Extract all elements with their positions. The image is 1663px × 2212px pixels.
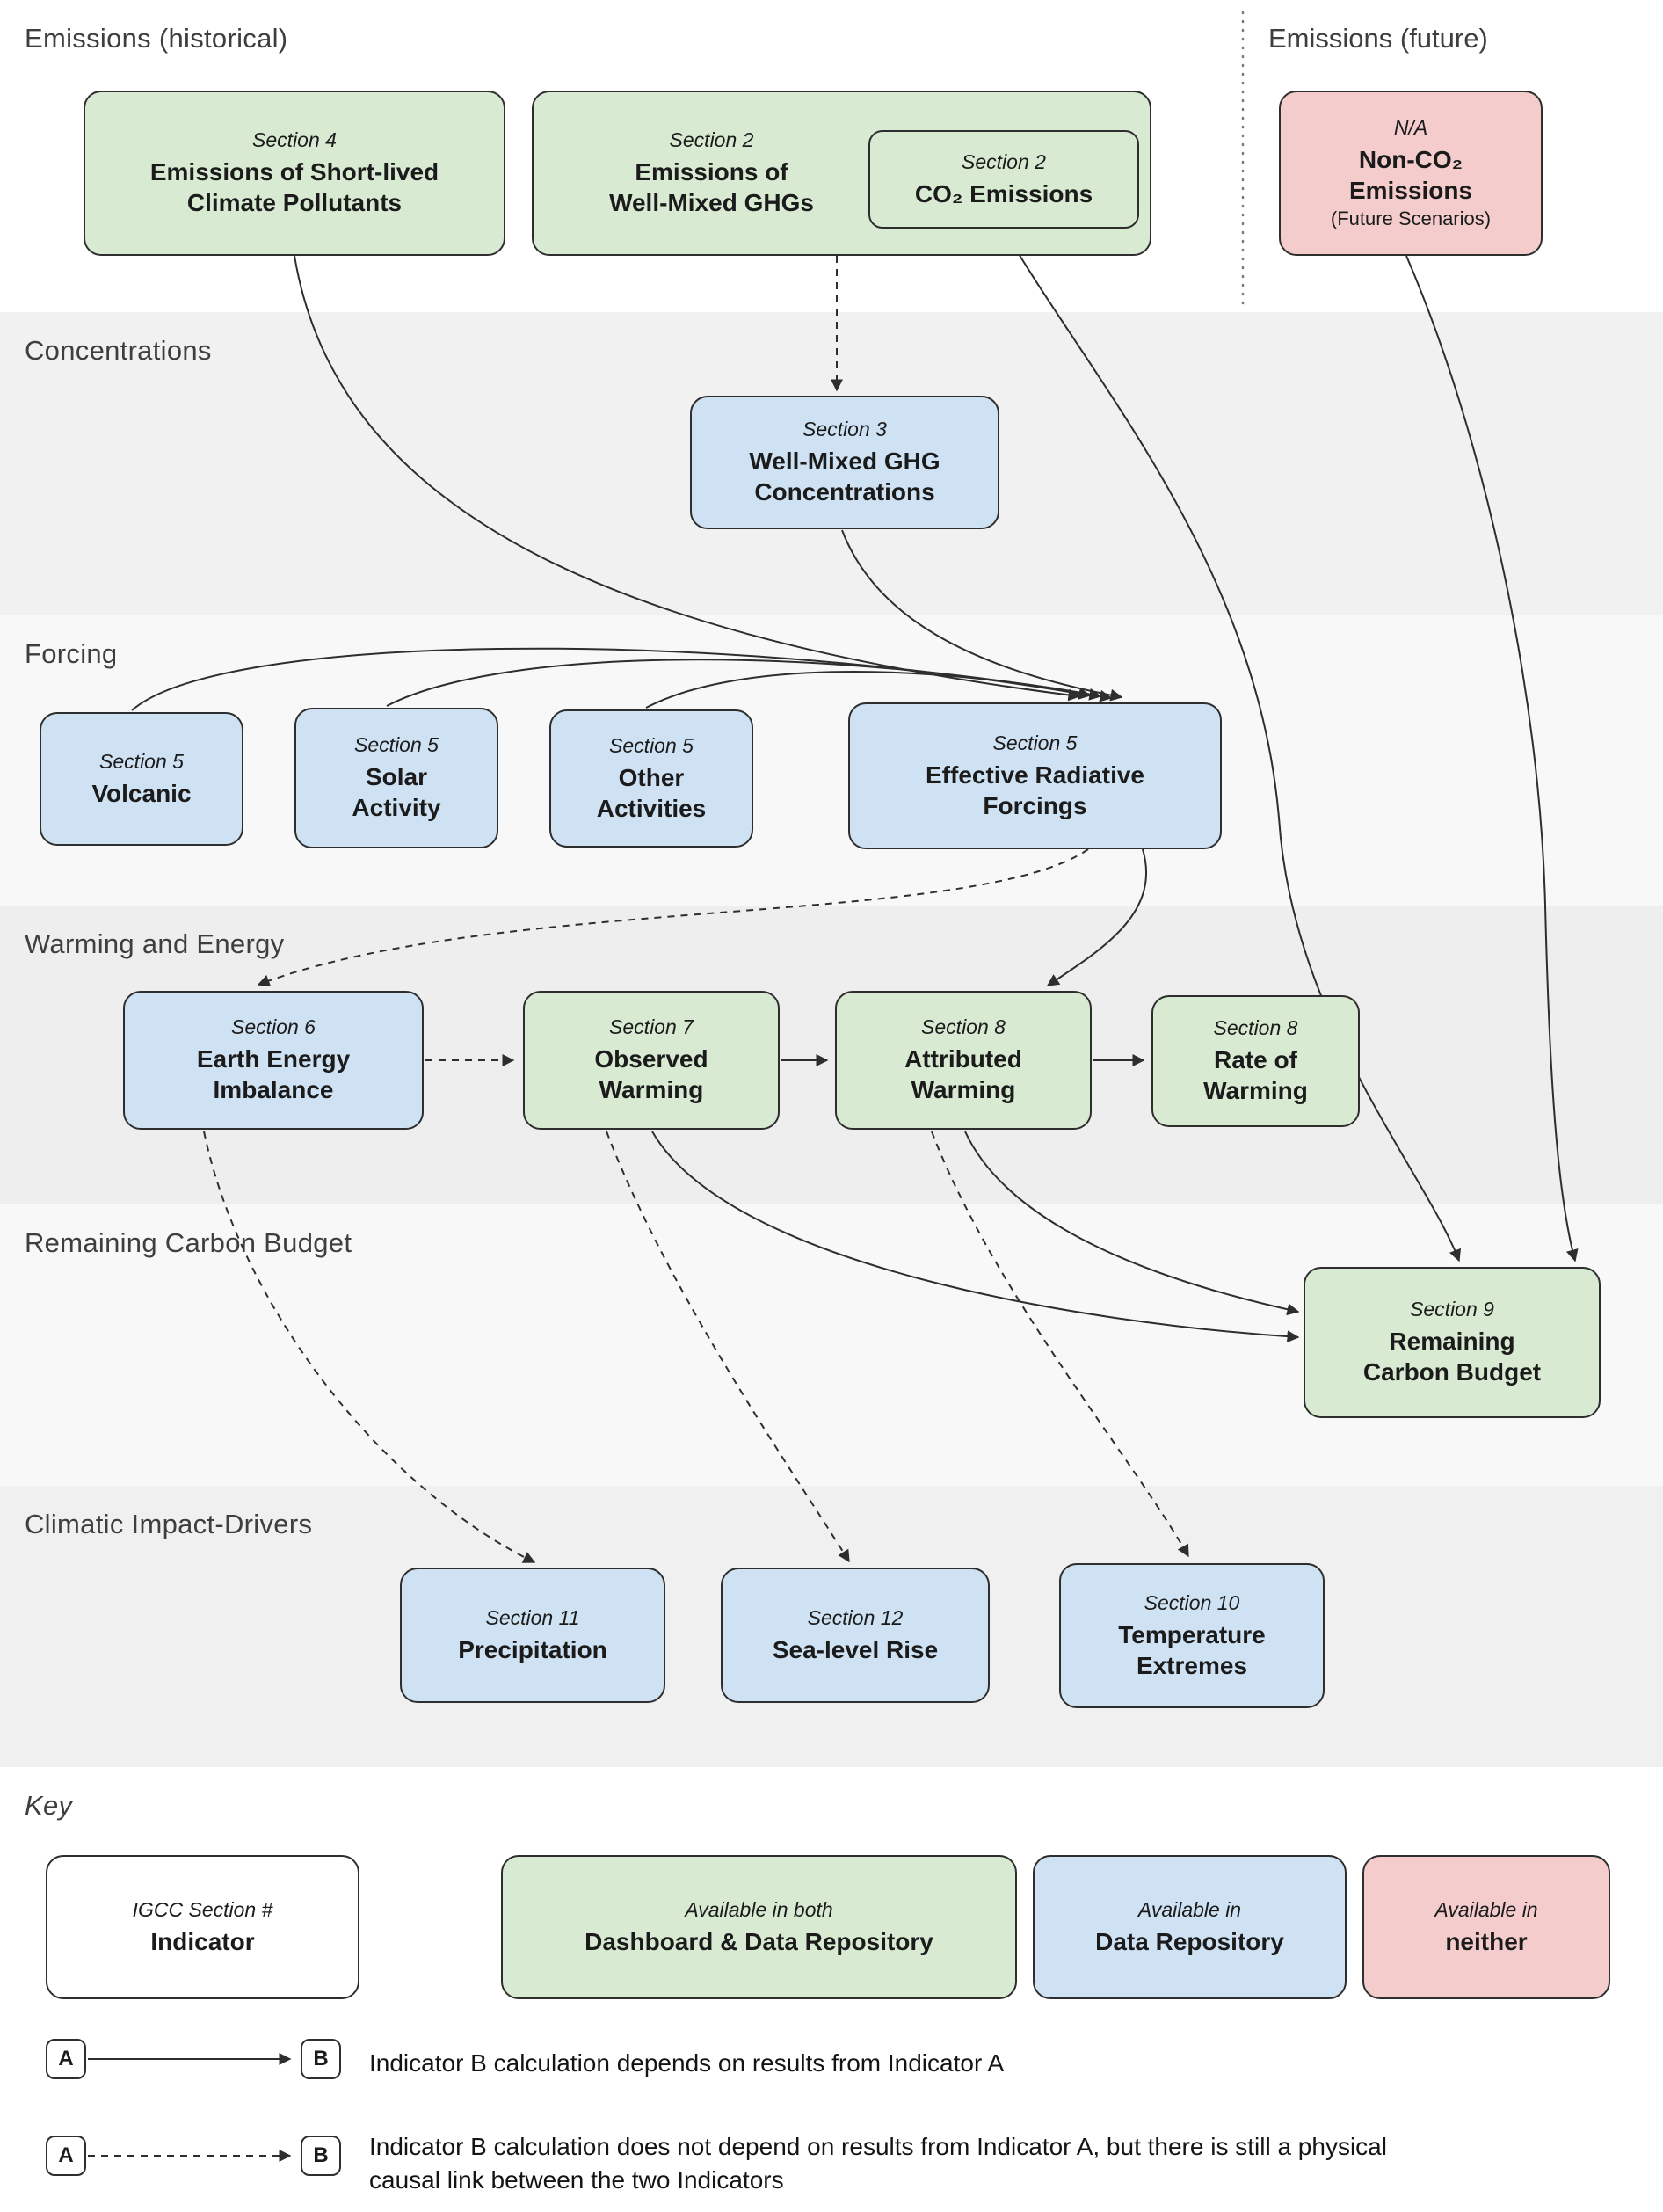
- node-title: Observed Warming: [594, 1045, 708, 1103]
- node-volcanic: Section 5 Volcanic: [40, 712, 243, 846]
- node-observed-warming: Section 7 Observed Warming: [523, 991, 780, 1130]
- node-section-label: Section 9: [1410, 1298, 1494, 1321]
- key-available-both-line2: Dashboard & Data Repository: [585, 1927, 933, 1955]
- key-dashed-arrow-description: Indicator B calculation does not depend …: [369, 2133, 1387, 2194]
- key-solid-node-a: A: [46, 2039, 86, 2079]
- band-label-warming-and-energy: Warming and Energy: [25, 928, 285, 959]
- band-label-concentrations: Concentrations: [25, 335, 212, 366]
- node-sea-level-rise: Section 12 Sea-level Rise: [721, 1568, 990, 1703]
- band-label-forcing: Forcing: [25, 638, 118, 669]
- node-section-label: Section 2: [669, 128, 754, 151]
- node-title: Other Activities: [596, 763, 707, 822]
- node-wmghg-concentrations: Section 3 Well-Mixed GHG Concentrations: [690, 396, 999, 529]
- key-available-neither-line2: neither: [1445, 1927, 1528, 1955]
- node-nonco2-future-emissions: N/A Non-CO₂ Emissions (Future Scenarios): [1279, 91, 1543, 256]
- node-co2-emissions: Section 2 CO₂ Emissions: [868, 130, 1139, 229]
- band-label-emissions-historical: Emissions (historical): [25, 23, 288, 54]
- node-section-label: Section 5: [354, 733, 439, 756]
- node-slcp-emissions: Section 4 Emissions of Short-lived Clima…: [84, 91, 505, 256]
- node-other-activities: Section 5 Other Activities: [549, 709, 753, 848]
- node-title: Volcanic: [91, 779, 192, 807]
- node-title: Rate of Warming: [1203, 1046, 1308, 1104]
- key-indicator-section: IGCC Section #: [132, 1897, 273, 1921]
- band-label-climatic-impact-drivers: Climatic Impact-Drivers: [25, 1509, 313, 1539]
- node-title: Emissions of Well-Mixed GHGs: [609, 158, 814, 216]
- node-section-label: Section 3: [802, 418, 887, 440]
- node-section-label: Section 8: [921, 1015, 1006, 1038]
- band-forcing: Forcing: [0, 615, 1663, 906]
- node-title: Solar Activity: [352, 763, 441, 821]
- key-available-repository-box: Available in Data Repository: [1033, 1855, 1347, 1999]
- node-attributed-warming: Section 8 Attributed Warming: [835, 991, 1092, 1130]
- node-rate-of-warming: Section 8 Rate of Warming: [1151, 995, 1360, 1127]
- key-indicator-box: IGCC Section # Indicator: [46, 1855, 359, 1999]
- node-section-label: N/A: [1393, 116, 1428, 139]
- node-section-label: Section 12: [807, 1605, 904, 1629]
- node-title: CO₂ Emissions: [914, 179, 1093, 207]
- key-available-both-line1: Available in both: [685, 1897, 833, 1921]
- key-solid-node-b: B: [301, 2039, 341, 2079]
- node-section-label: Section 11: [485, 1605, 580, 1629]
- node-title: Sea-level Rise: [772, 1635, 939, 1663]
- node-solar-activity: Section 5 Solar Activity: [294, 708, 498, 848]
- node-section-label: Section 10: [1144, 1590, 1240, 1614]
- node-precipitation: Section 11 Precipitation: [400, 1568, 665, 1703]
- key-available-both-box: Available in both Dashboard & Data Repos…: [501, 1855, 1017, 1999]
- node-title: Earth Energy Imbalance: [196, 1045, 351, 1103]
- node-section-label: Section 5: [992, 731, 1078, 754]
- node-section-label: Section 8: [1213, 1016, 1298, 1039]
- node-section-label: Section 6: [231, 1015, 316, 1038]
- node-temperature-extremes: Section 10 Temperature Extremes: [1059, 1563, 1325, 1708]
- node-section-label: Section 4: [252, 128, 337, 151]
- node-section-label: Section 5: [609, 733, 694, 757]
- node-title: Non-CO₂ Emissions: [1348, 146, 1473, 204]
- node-title: Temperature Extremes: [1118, 1620, 1266, 1679]
- node-remaining-carbon-budget: Section 9 Remaining Carbon Budget: [1304, 1267, 1601, 1418]
- band-label-remaining-carbon-budget: Remaining Carbon Budget: [25, 1227, 352, 1258]
- node-title: Precipitation: [458, 1635, 607, 1663]
- node-title: Attributed Warming: [904, 1045, 1022, 1103]
- key-available-neither-line1: Available in: [1434, 1897, 1538, 1921]
- key-available-neither-box: Available in neither: [1362, 1855, 1610, 1999]
- node-note: (Future Scenarios): [1330, 207, 1492, 229]
- key-dashed-node-a: A: [46, 2136, 86, 2176]
- key-indicator-title: Indicator: [150, 1927, 255, 1955]
- key-solid-arrow-description: Indicator B calculation depends on resul…: [369, 2049, 1005, 2077]
- key-available-repository-line2: Data Repository: [1095, 1927, 1284, 1955]
- node-title: Well-Mixed GHG Concentrations: [749, 447, 940, 506]
- node-title: Effective Radiative Forcings: [926, 760, 1144, 819]
- key-available-repository-line1: Available in: [1137, 1897, 1242, 1921]
- key-dashed-node-b: B: [301, 2136, 341, 2176]
- band-label-emissions-future: Emissions (future): [1268, 23, 1488, 54]
- node-title: Remaining Carbon Budget: [1362, 1328, 1542, 1386]
- node-title: Emissions of Short-lived Climate Polluta…: [149, 158, 439, 216]
- band-label-key: Key: [25, 1790, 73, 1821]
- node-section-label: Section 7: [609, 1015, 694, 1038]
- node-section-label: Section 5: [99, 749, 184, 773]
- node-earth-energy-imbalance: Section 6 Earth Energy Imbalance: [123, 991, 424, 1130]
- node-section-label: Section 2: [962, 149, 1046, 173]
- node-effective-radiative-forcings: Section 5 Effective Radiative Forcings: [848, 702, 1222, 849]
